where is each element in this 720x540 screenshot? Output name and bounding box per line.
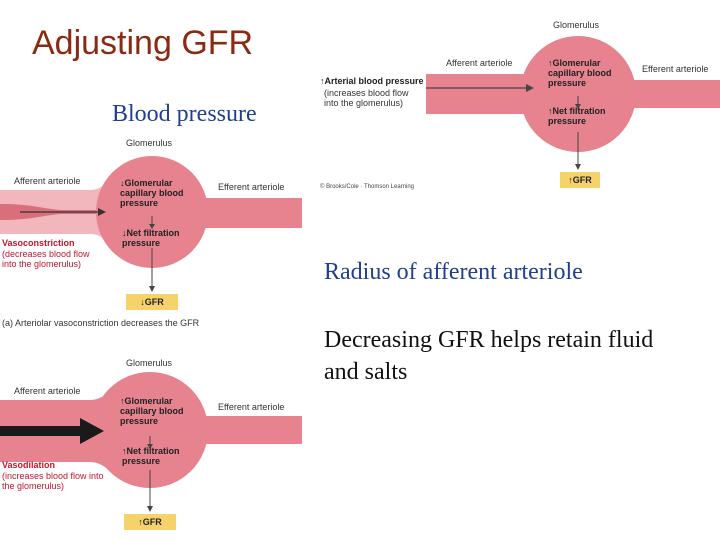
gfr-box: ↓GFR — [126, 294, 178, 310]
credit-label: © Brooks/Cole · Thomson Learning — [320, 184, 415, 190]
cause-note-label: (increases blood flow into the glomerulu… — [2, 471, 104, 491]
net-filtration-label: ↑Net filtration pressure — [548, 106, 606, 126]
gfr-box: ↑GFR — [124, 514, 176, 530]
efferent-vessel-shape — [190, 416, 302, 444]
cause-label: Vasoconstriction — [2, 238, 75, 248]
efferent-arteriole-label: Efferent arteriole — [218, 182, 285, 192]
gfr-box: ↑GFR — [560, 172, 600, 188]
glomerulus-label: Glomerulus — [553, 20, 600, 30]
afferent-arteriole-label: Afferent arteriole — [14, 176, 81, 186]
cause-label: Vasodilation — [2, 460, 56, 470]
figure-vasoconstriction: Glomerulus Afferent arteriole Efferent a… — [0, 132, 302, 332]
net-filtration-label: ↑Net filtration pressure — [122, 446, 180, 466]
net-filtration-label: ↓Net filtration pressure — [122, 228, 180, 248]
figure-arterial-pressure-drawing — [426, 36, 720, 170]
efferent-arteriole-label: Efferent arteriole — [642, 64, 709, 74]
efferent-vessel-shape — [616, 80, 720, 108]
capillary-pressure-label: ↑Glomerular capillary blood pressure — [548, 58, 612, 88]
glomerulus-label: Glomerulus — [126, 138, 173, 148]
figure-vasoconstriction-drawing — [0, 156, 302, 292]
slide-title: Adjusting GFR — [32, 24, 254, 62]
efferent-arteriole-label: Efferent arteriole — [218, 402, 285, 412]
afferent-arteriole-label: Afferent arteriole — [446, 58, 513, 68]
capillary-pressure-label: ↑Glomerular capillary blood pressure — [120, 396, 184, 426]
figure-arterial-pressure: Glomerulus Afferent arteriole Efferent a… — [316, 14, 720, 194]
afferent-vessel-shape — [426, 68, 548, 120]
figure-vasodilation: Glomerulus Afferent arteriole Efferent a… — [0, 352, 302, 540]
efferent-vessel-shape — [190, 198, 302, 228]
bullet-blood-pressure: Blood pressure — [112, 101, 257, 127]
glomerulus-shape — [92, 372, 208, 488]
glomerulus-shape — [520, 36, 636, 152]
capillary-pressure-label: ↓Glomerular capillary blood pressure — [120, 178, 184, 208]
caption-label: (a) Arteriolar vasoconstriction decrease… — [2, 318, 200, 328]
cause-note-label: (decreases blood flow into the glomerulu… — [2, 249, 90, 269]
glomerulus-shape — [96, 156, 208, 268]
bullet-afferent-radius: Radius of afferent arteriole — [324, 259, 583, 285]
cause-note-label: (increases blood flow into the glomerulu… — [324, 88, 409, 108]
cause-label: ↑Arterial blood pressure — [320, 76, 424, 86]
afferent-arteriole-label: Afferent arteriole — [14, 386, 81, 396]
figure-vasodilation-drawing — [0, 372, 302, 512]
bullet-retain-fluid: Decreasing GFR helps retain fluid and sa… — [324, 327, 654, 385]
glomerulus-label: Glomerulus — [126, 358, 173, 368]
